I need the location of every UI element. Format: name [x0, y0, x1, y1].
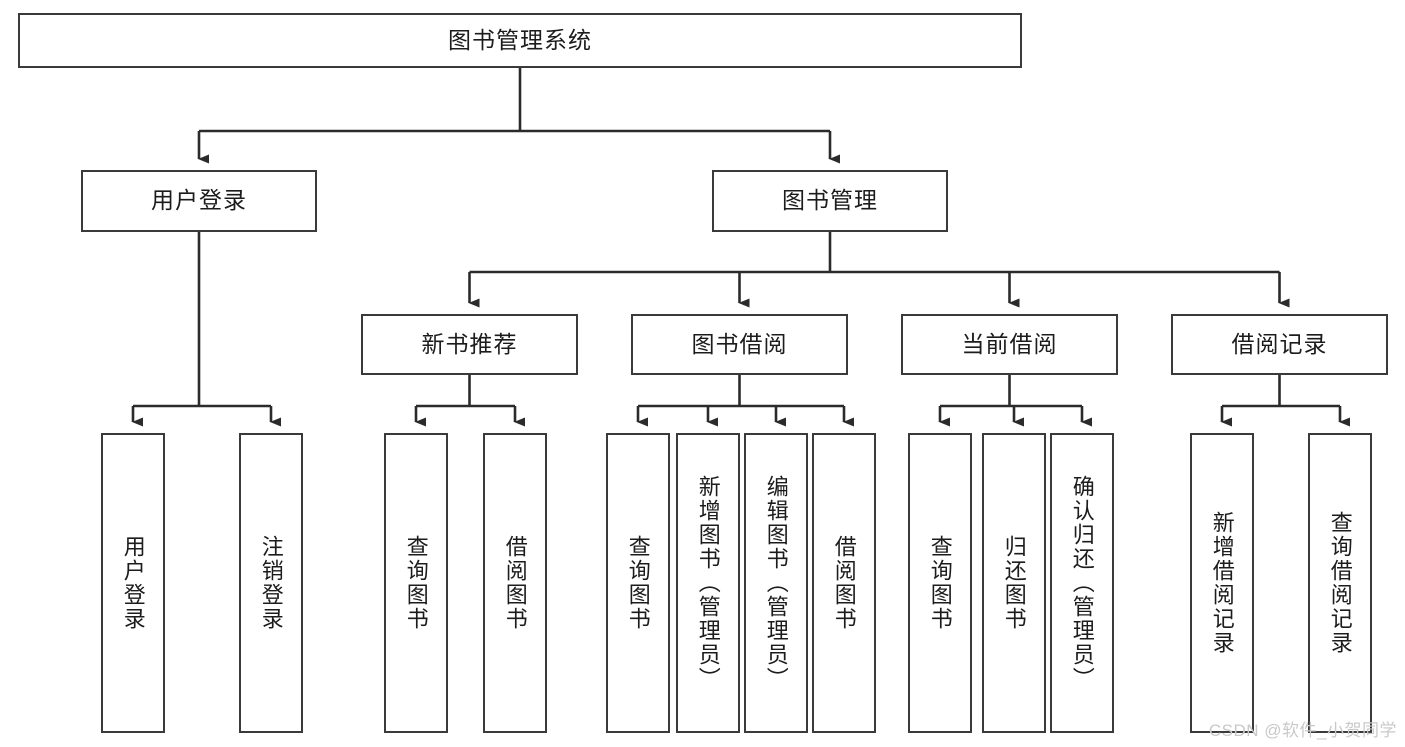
- watermark-label: CSDN @软件_小贺同学: [1208, 721, 1397, 740]
- node-label: 查询借阅记录: [1327, 511, 1353, 655]
- level3-node-3[interactable]: 借阅记录: [1171, 314, 1388, 375]
- leaf-node-8[interactable]: 查询图书: [908, 433, 972, 733]
- leaf-node-0[interactable]: 用户登录: [101, 433, 165, 733]
- node-label: 查询图书: [625, 535, 651, 631]
- leaf-node-5[interactable]: 新增图书（管理员）: [676, 433, 740, 733]
- node-label: 用户登录: [151, 187, 247, 214]
- node-label: 当前借阅: [961, 330, 1058, 357]
- node-label: 用户登录: [120, 535, 146, 631]
- node-label: 新增借阅记录: [1209, 511, 1235, 655]
- node-label: 图书管理: [782, 187, 878, 214]
- level3-node-1[interactable]: 图书借阅: [631, 314, 848, 375]
- node-label: 新增图书（管理员）: [695, 475, 721, 691]
- leaf-node-1[interactable]: 注销登录: [239, 433, 303, 733]
- node-label: 借阅图书: [831, 535, 857, 631]
- leaf-node-11[interactable]: 新增借阅记录: [1190, 433, 1254, 733]
- node-label: 确认归还（管理员）: [1069, 475, 1095, 691]
- leaf-node-6[interactable]: 编辑图书（管理员）: [744, 433, 808, 733]
- node-label: 注销登录: [258, 535, 284, 631]
- leaf-node-3[interactable]: 借阅图书: [483, 433, 547, 733]
- level3-node-0[interactable]: 新书推荐: [361, 314, 578, 375]
- leaf-node-2[interactable]: 查询图书: [384, 433, 448, 733]
- node-label: 图书管理系统: [448, 26, 592, 53]
- leaf-node-7[interactable]: 借阅图书: [812, 433, 876, 733]
- level3-node-2[interactable]: 当前借阅: [901, 314, 1118, 375]
- node-label: 归还图书: [1001, 535, 1027, 631]
- node-label: 借阅记录: [1231, 330, 1328, 357]
- leaf-node-9[interactable]: 归还图书: [982, 433, 1046, 733]
- leaf-node-4[interactable]: 查询图书: [606, 433, 670, 733]
- level2-node-1[interactable]: 图书管理: [712, 170, 948, 232]
- leaf-node-12[interactable]: 查询借阅记录: [1308, 433, 1372, 733]
- node-label: 查询图书: [403, 535, 429, 631]
- root-node-book-management-system[interactable]: 图书管理系统: [18, 13, 1022, 68]
- node-label: 新书推荐: [421, 330, 518, 357]
- node-label: 查询图书: [927, 535, 953, 631]
- level2-node-0[interactable]: 用户登录: [81, 170, 317, 232]
- node-label: 图书借阅: [691, 330, 788, 357]
- leaf-node-10[interactable]: 确认归还（管理员）: [1050, 433, 1114, 733]
- node-label: 借阅图书: [502, 535, 528, 631]
- node-label: 编辑图书（管理员）: [763, 475, 789, 691]
